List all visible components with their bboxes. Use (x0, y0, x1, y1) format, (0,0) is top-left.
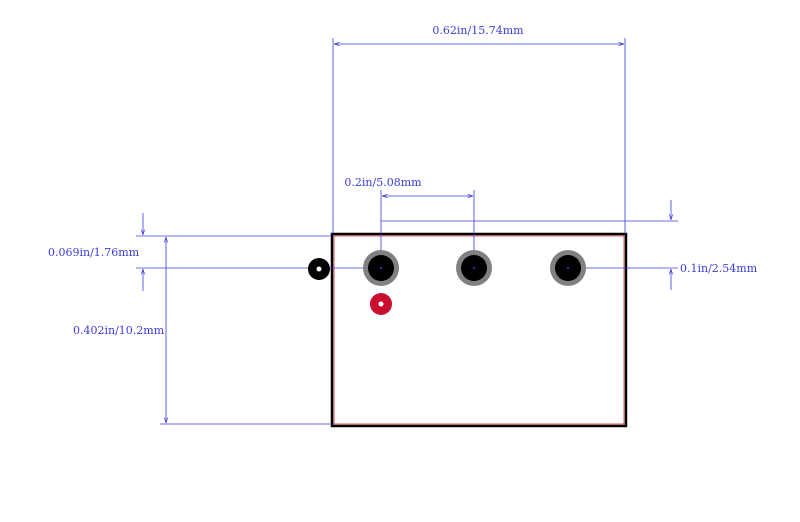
dimension-top-offset-label: 0.069in/1.76mm (48, 246, 140, 259)
dimension-pitch (380, 190, 475, 268)
pad-1 (363, 250, 399, 286)
dimension-height (160, 237, 332, 425)
dimension-width (332, 38, 626, 234)
origin-marker (308, 258, 330, 280)
pin1-marker (370, 293, 392, 315)
dimension-pad-offset-label: 0.1in/2.54mm (680, 262, 758, 275)
dimension-height-label: 0.402in/10.2mm (73, 324, 165, 337)
component-body-inner (333, 235, 625, 425)
dimension-pitch-label: 0.2in/5.08mm (344, 176, 422, 189)
dimension-pad-offset (381, 200, 678, 290)
pad-3 (550, 250, 586, 286)
component-body-outline (330, 232, 628, 428)
pad-2 (456, 250, 492, 286)
dimension-top-offset (136, 213, 376, 291)
dimension-width-label: 0.62in/15.74mm (432, 24, 524, 37)
